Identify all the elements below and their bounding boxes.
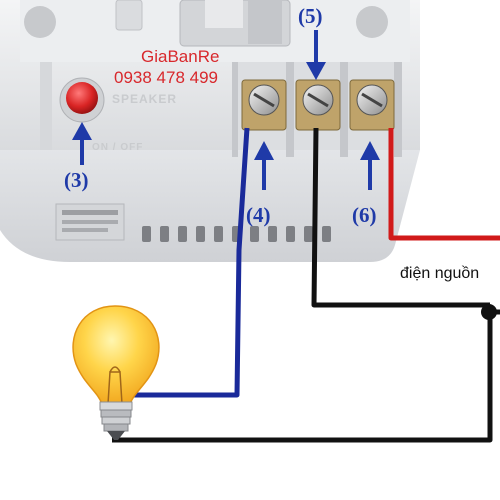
wire-blue bbox=[132, 127, 250, 398]
wiring bbox=[112, 127, 500, 443]
wire-junction bbox=[481, 304, 497, 320]
arrow-5 bbox=[306, 30, 326, 80]
light-bulb-icon bbox=[72, 305, 160, 440]
terminal-4 bbox=[241, 79, 287, 131]
marker-4: (4) bbox=[246, 203, 271, 227]
arrow-6 bbox=[360, 141, 380, 190]
wire-black-lamp bbox=[112, 314, 493, 443]
speaker-label: SPEAKER bbox=[112, 92, 178, 106]
marker-5: (5) bbox=[298, 4, 323, 28]
terminal-6 bbox=[349, 79, 395, 131]
arrow-3 bbox=[72, 122, 92, 165]
marker-6: (6) bbox=[352, 203, 377, 227]
terminal-5 bbox=[295, 79, 341, 131]
speaker-button-icon bbox=[59, 77, 105, 123]
marker-3: (3) bbox=[64, 168, 89, 192]
wire-red bbox=[388, 128, 500, 241]
watermark-phone: 0938 478 499 bbox=[114, 68, 218, 87]
power-label: điện nguồn bbox=[400, 265, 480, 282]
switch-label: ON / OFF bbox=[92, 142, 144, 153]
wire-black-terminal bbox=[311, 127, 490, 308]
watermark-brand: GiaBanRe bbox=[141, 47, 220, 66]
terminal-block bbox=[241, 79, 395, 131]
marker-arrows bbox=[72, 30, 380, 190]
arrow-4 bbox=[254, 141, 274, 190]
